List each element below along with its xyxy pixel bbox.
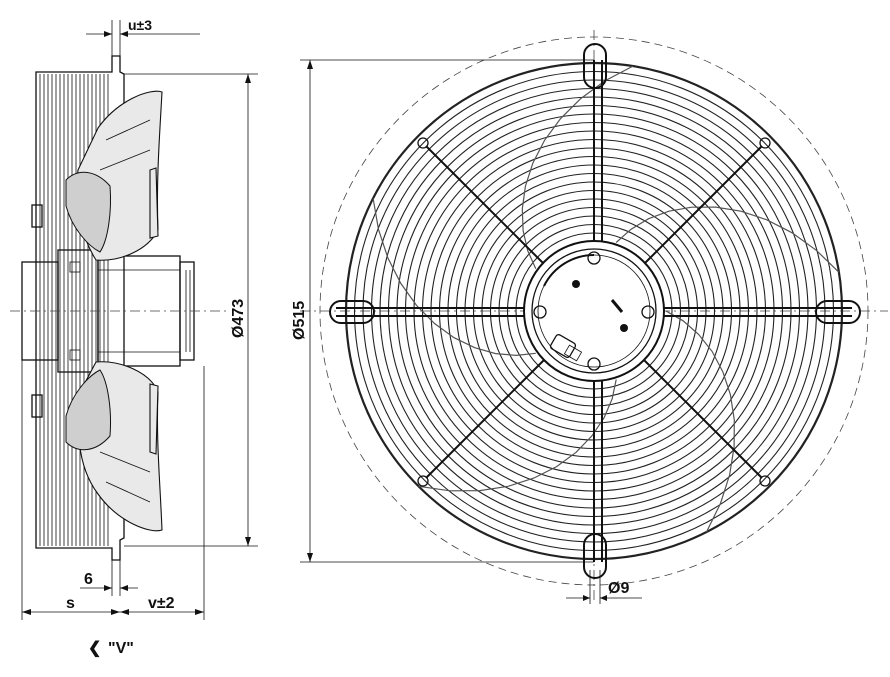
front-view-blade-curves: [372, 65, 840, 533]
front-view-hub: [523, 240, 665, 382]
blade-curve: [665, 310, 735, 533]
dim-9-label: Ø9: [608, 580, 629, 597]
dim-515: Ø515: [291, 59, 594, 563]
blade-curve: [372, 198, 536, 357]
blade-curve: [521, 65, 634, 269]
side-view-blades-lower: [65, 361, 163, 532]
view-arrow-icon: ❮: [88, 640, 101, 658]
blade-curve: [615, 206, 840, 273]
dim-9: Ø9: [566, 570, 642, 604]
dim-6-label: 6: [84, 571, 93, 588]
dim-u-label: u±3: [128, 17, 152, 33]
view-marker-v: ❮ "V": [88, 640, 134, 658]
front-view: Ø515 Ø9: [291, 30, 888, 604]
side-view: u±3 Ø473 6: [10, 17, 258, 658]
dim-515-label: Ø515: [291, 301, 308, 340]
dim-s-label: s: [66, 595, 75, 612]
view-label: "V": [108, 640, 134, 657]
dim-473: Ø473: [124, 73, 258, 547]
dim-6: 6: [80, 560, 138, 596]
dim-s-v: s v±2: [21, 360, 205, 620]
front-view-spokes: [336, 60, 852, 562]
side-view-blades-upper: [65, 90, 163, 261]
dim-v-label: v±2: [148, 595, 175, 612]
front-view-mounting-loops: [329, 43, 861, 579]
dim-u: u±3: [86, 17, 200, 56]
blade-curve: [418, 379, 617, 492]
dim-473-label: Ø473: [230, 299, 247, 338]
